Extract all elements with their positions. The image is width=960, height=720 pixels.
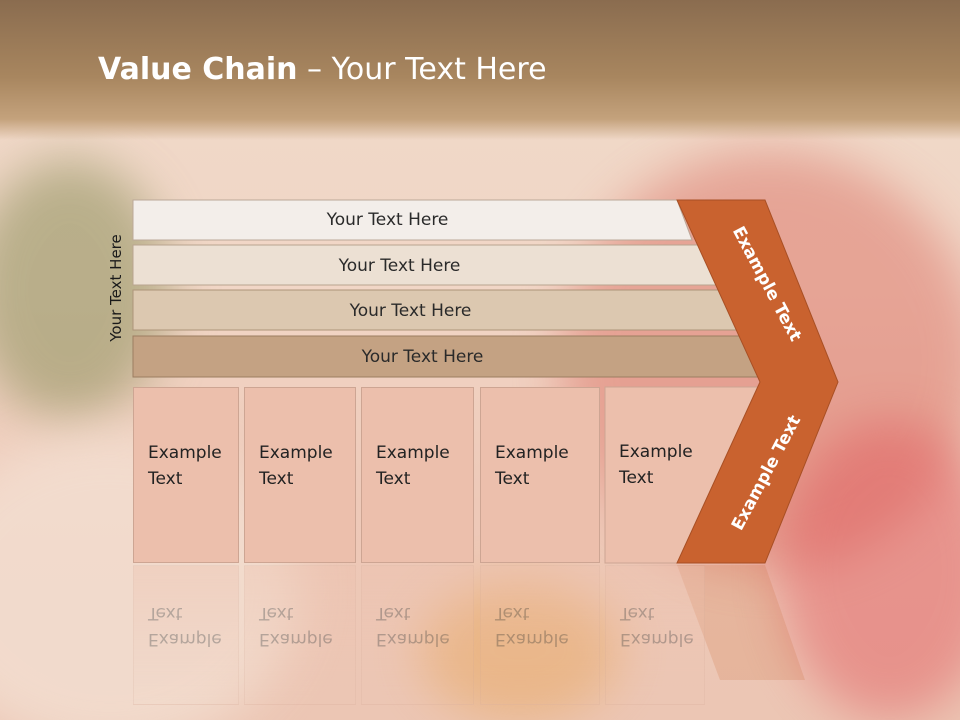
box-2-line1: Example bbox=[259, 443, 333, 463]
box-1-reflection: Example Text bbox=[133, 565, 239, 705]
background-pepper-blob bbox=[420, 580, 620, 720]
band-2[interactable]: Your Text Here bbox=[338, 256, 461, 276]
box-4[interactable]: Example Text bbox=[480, 387, 600, 563]
band-1-shape bbox=[132, 199, 693, 241]
band-3[interactable]: Your Text Here bbox=[349, 301, 472, 321]
chevron-reflection bbox=[677, 565, 805, 680]
background-tomato-blob-2 bbox=[780, 420, 960, 720]
reflection-text: Text bbox=[620, 603, 655, 623]
box-5-line1: Example bbox=[619, 442, 693, 462]
box-4-line1: Example bbox=[495, 443, 569, 463]
band-4[interactable]: Your Text Here bbox=[361, 347, 484, 367]
box-1[interactable]: Example Text bbox=[133, 387, 239, 563]
box-4-line2: Text bbox=[495, 469, 530, 489]
reflection-text: Text bbox=[376, 603, 411, 623]
reflection-text: Text bbox=[148, 603, 183, 623]
box-1-line2: Text bbox=[148, 469, 183, 489]
slide-title[interactable]: Value Chain – Your Text Here bbox=[98, 52, 547, 87]
chevron-shape[interactable] bbox=[676, 199, 839, 564]
box-5-reflection: Example Text bbox=[605, 565, 705, 705]
reflection-text: Example bbox=[376, 629, 450, 649]
box-2-reflection: Example Text bbox=[244, 565, 356, 705]
reflection-text: Text bbox=[259, 603, 294, 623]
box-3-reflection: Example Text bbox=[361, 565, 474, 705]
box-3-line2: Text bbox=[376, 469, 411, 489]
box-5[interactable]: Example Text bbox=[605, 387, 705, 563]
reflection-text: Text bbox=[495, 603, 530, 623]
box-4-reflection: Example Text bbox=[480, 565, 600, 705]
title-band bbox=[0, 0, 960, 140]
slide-title-bold: Value Chain bbox=[98, 52, 298, 87]
reflection-text: Example bbox=[620, 629, 694, 649]
box-5-line2: Text bbox=[619, 468, 654, 488]
reflection-text: Example bbox=[259, 629, 333, 649]
box-1-line1: Example bbox=[148, 443, 222, 463]
slide-title-rest: – Your Text Here bbox=[297, 52, 547, 87]
band-1[interactable]: Your Text Here bbox=[326, 210, 449, 230]
reflection-text: Example bbox=[495, 629, 569, 649]
box-2-line2: Text bbox=[259, 469, 294, 489]
box-2[interactable]: Example Text bbox=[244, 387, 356, 563]
reflection-text: Example bbox=[148, 629, 222, 649]
box-3[interactable]: Example Text bbox=[361, 387, 474, 563]
box-3-line1: Example bbox=[376, 443, 450, 463]
